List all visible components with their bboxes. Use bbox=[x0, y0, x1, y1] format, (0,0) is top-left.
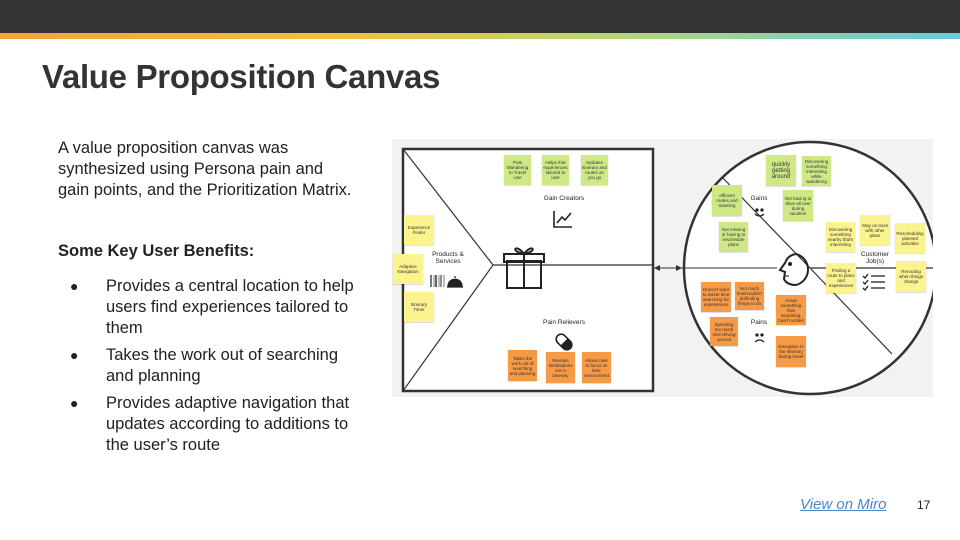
pain-note: Not much time/couldn't do/finding things… bbox=[735, 282, 764, 310]
benefit-text: Takes the work out of searching and plan… bbox=[106, 346, 339, 385]
barcode-icon bbox=[430, 275, 445, 287]
product-note: Itinerary Timer bbox=[404, 292, 434, 322]
gain-creators-label: Gain Creators bbox=[543, 195, 585, 202]
pain-note: Disruption to the itinerary during trave… bbox=[776, 336, 806, 367]
benefit-text: Provides adaptive navigation that update… bbox=[106, 394, 350, 454]
job-note: Finding a route to plans and experiences bbox=[826, 263, 856, 293]
view-on-miro-link[interactable]: View on Miro bbox=[800, 496, 887, 513]
gain-note: Discovering something interesting while … bbox=[802, 156, 831, 186]
gift-icon bbox=[503, 247, 545, 289]
customer-face-icon bbox=[778, 253, 809, 286]
slide-number: 17 bbox=[917, 498, 931, 512]
bullet-icon: ● bbox=[70, 347, 79, 363]
pain-reliever-note: Takes the work out of searching and plan… bbox=[508, 350, 537, 381]
cloche-icon bbox=[447, 276, 463, 288]
chart-icon bbox=[553, 211, 572, 228]
product-note: Adaptive Navigation bbox=[393, 254, 423, 284]
checklist-icon bbox=[862, 273, 885, 291]
pain-reliever-note: Allows user to focus on their environmen… bbox=[582, 352, 611, 383]
bullet-icon: ● bbox=[70, 278, 79, 294]
customer-jobs-label: Customer Job(s) bbox=[860, 251, 890, 265]
job-note: Rescheduling planned activities bbox=[895, 223, 925, 253]
pill-icon bbox=[555, 333, 573, 351]
gain-note: quickly getting around bbox=[766, 155, 796, 186]
frown-icon bbox=[754, 333, 765, 343]
benefit-list: ● Provides a central location to help us… bbox=[58, 276, 358, 462]
job-note: Rerouting when things change bbox=[896, 261, 926, 292]
job-note: Discovering something nearby that's inte… bbox=[826, 222, 855, 252]
job-note: Stay on track with other plans bbox=[860, 215, 890, 245]
pain-note: Doesn't want to waste time searching for… bbox=[701, 282, 731, 312]
pains-label: Pains bbox=[750, 319, 768, 326]
products-services-label: Products & Services bbox=[432, 251, 464, 265]
bullet-icon: ● bbox=[70, 395, 79, 411]
value-proposition-canvas-image: Gain Creators Pain Relievers Products & … bbox=[392, 139, 933, 397]
intro-paragraph: A value proposition canvas was synthesiz… bbox=[58, 139, 352, 199]
gains-label: Gains bbox=[750, 195, 768, 202]
top-bar bbox=[0, 0, 960, 33]
benefit-item: ● Provides a central location to help us… bbox=[58, 276, 358, 339]
gain-creator-note: Updates itinerary and routes as you go bbox=[581, 155, 608, 185]
smiley-icon bbox=[754, 208, 765, 217]
gain-creator-note: Helps that experiences tailored to user bbox=[542, 155, 569, 185]
pain-reliever-note: Reveals destinations not in itinerary bbox=[546, 352, 575, 383]
benefit-item: ● Provides adaptive navigation that upda… bbox=[58, 393, 358, 456]
product-note: Experience Finder bbox=[404, 215, 434, 245]
benefit-item: ● Takes the work out of searching and pl… bbox=[58, 345, 358, 387]
gain-creator-note: Puts Wandering to Travel Use bbox=[504, 155, 531, 185]
pain-note: Spending too much time driving around bbox=[710, 317, 738, 346]
slide-title: Value Proposition Canvas bbox=[42, 58, 441, 95]
gain-note: Not having to drive all over during vaca… bbox=[783, 190, 813, 221]
pain-relievers-label: Pain Relievers bbox=[543, 319, 585, 326]
benefit-text: Provides a central location to help user… bbox=[106, 277, 354, 337]
accent-strip bbox=[0, 33, 960, 39]
gain-note: efficient routes and traveling bbox=[712, 185, 742, 216]
benefits-heading: Some Key User Benefits: bbox=[58, 242, 255, 260]
pain-note: Areas something that surprising, hasn't … bbox=[776, 295, 806, 325]
gain-note: Not missing or having to reschedule plan… bbox=[719, 222, 748, 252]
